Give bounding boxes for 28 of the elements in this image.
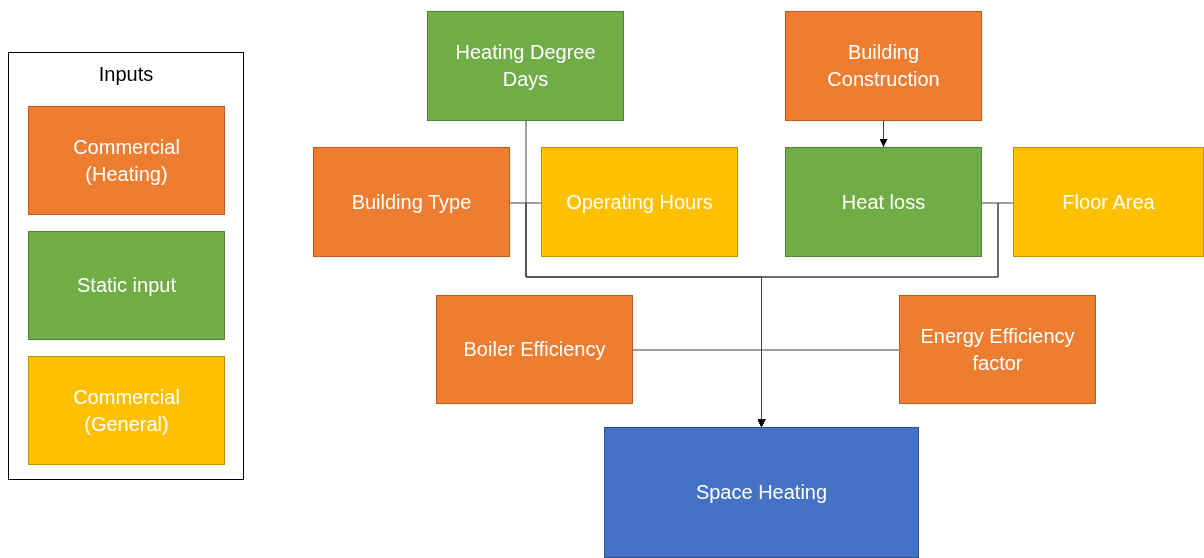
input-box: [785, 147, 982, 257]
node-label: Commercial (General): [72, 384, 181, 437]
node-label: Building Type: [351, 189, 472, 215]
connector-arrow: [879, 120, 888, 148]
node-label: Boiler Efficiency: [463, 337, 606, 362]
node-label: Commercial (Heating): [72, 134, 181, 187]
connector-arrow: [757, 349, 900, 428]
node-label: Space Heating: [695, 480, 828, 505]
node-label: Building Construction: [826, 40, 941, 92]
node-label: Static input: [77, 273, 176, 298]
input-box: [436, 295, 633, 404]
input-box: [427, 11, 624, 121]
input-box: [785, 11, 982, 121]
input-box: [1013, 147, 1204, 257]
output-box: [604, 427, 919, 558]
node-label: Heating Degree Days: [454, 40, 597, 92]
input-box: [28, 231, 225, 340]
node-label: Floor Area: [1062, 189, 1155, 215]
input-box: [313, 147, 510, 257]
node-label: Energy Efficiency factor: [919, 323, 1076, 376]
node-label: Operating Hours: [566, 189, 713, 215]
legend-frame: [8, 52, 244, 480]
input-box: [28, 106, 225, 215]
input-box: [541, 147, 738, 257]
input-box: [899, 295, 1096, 404]
input-box: [28, 356, 225, 465]
node-label: Heat loss: [841, 189, 926, 215]
legend-title: Inputs: [97, 62, 155, 87]
